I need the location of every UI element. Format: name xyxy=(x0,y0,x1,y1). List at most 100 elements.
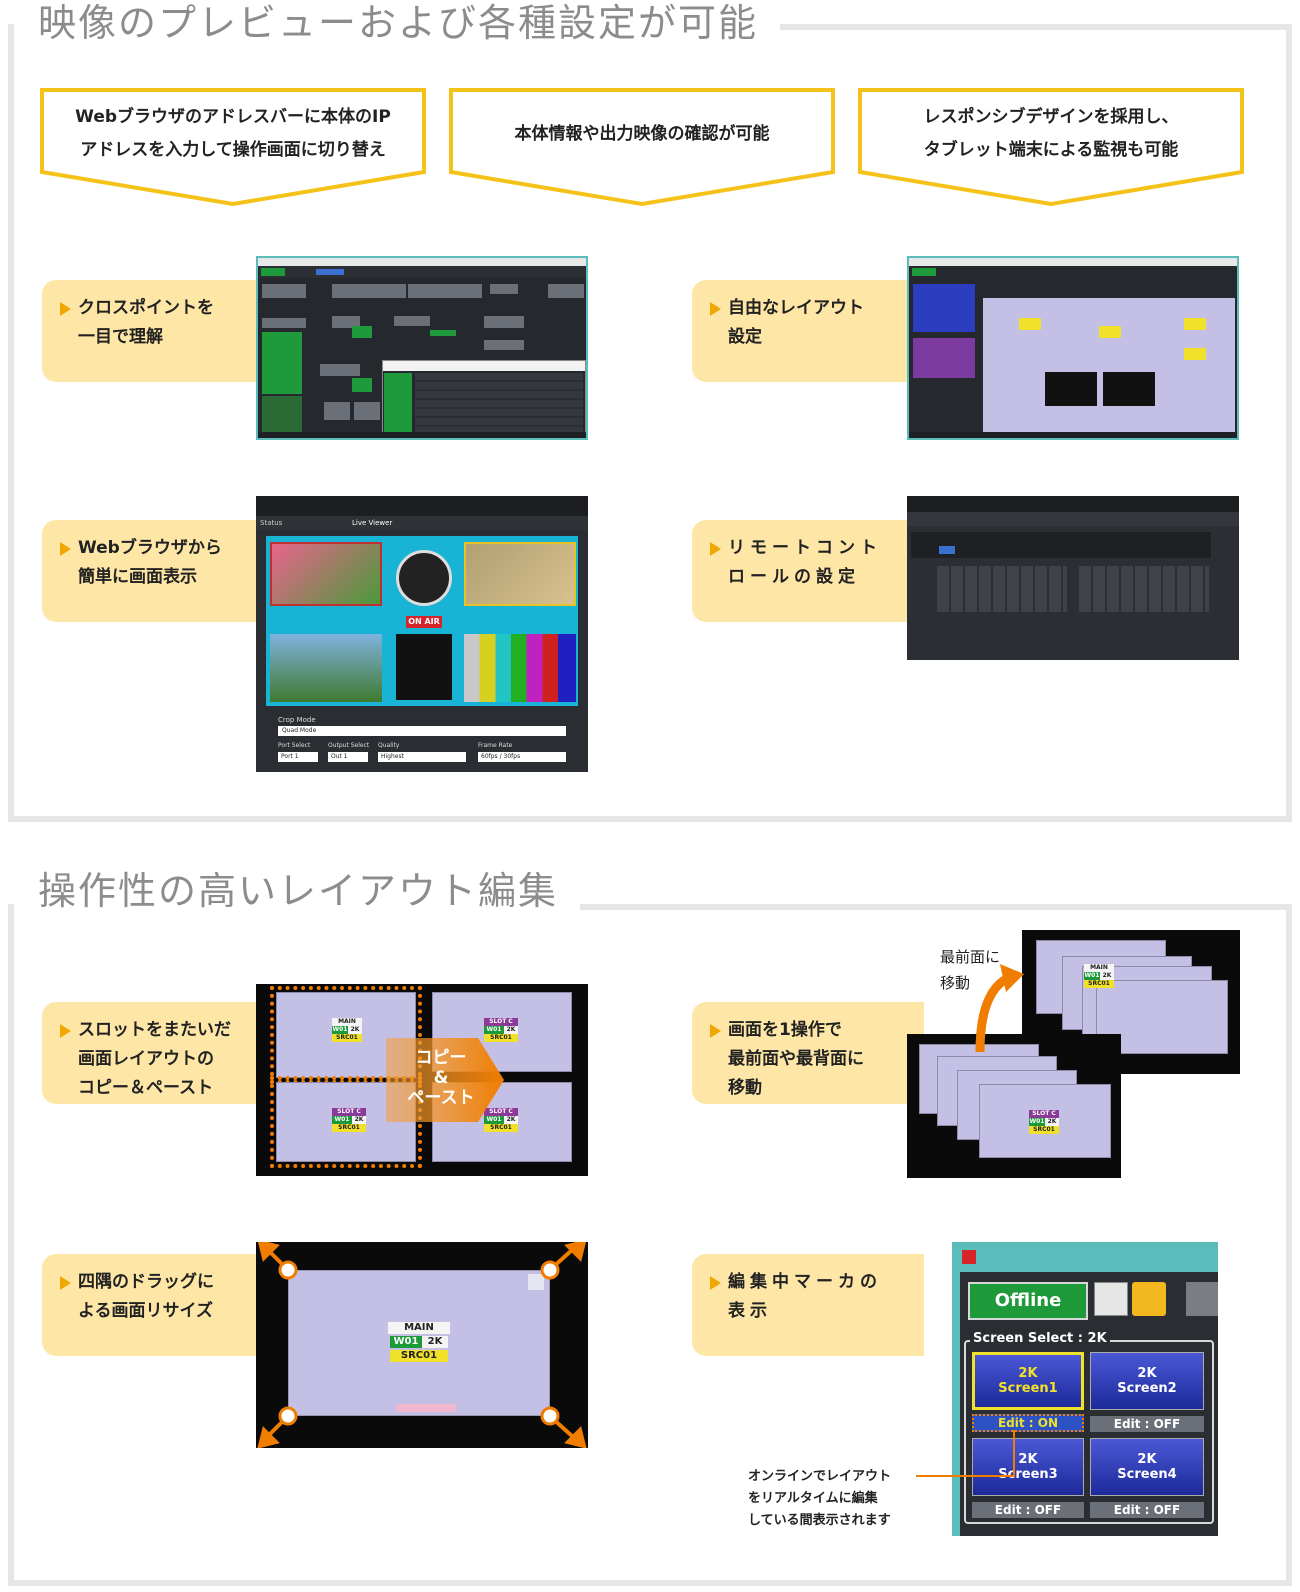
feature-label: 自由なレイアウト 設定 xyxy=(728,298,864,347)
window-titlebar xyxy=(909,258,1237,266)
online-note-line: している間表示されます xyxy=(748,1513,891,1528)
on-air-badge: ON AIR xyxy=(406,616,442,628)
feature-layout: 自由なレイアウト 設定 xyxy=(692,280,924,382)
triangle-arrow-icon xyxy=(710,542,721,556)
footer xyxy=(909,432,1237,438)
screenshot-resize: MAIN W01 2K SRC01 xyxy=(256,1242,588,1448)
tab-live-viewer[interactable]: Live Viewer xyxy=(352,519,393,527)
callout-browser: Webブラウザのアドレスバーに本体のIP アドレスを入力して操作画面に切り替え xyxy=(40,88,426,212)
node xyxy=(354,402,380,420)
unit-tab-active[interactable] xyxy=(939,546,955,554)
triangle-arrow-icon xyxy=(60,1024,71,1038)
res-tag: 2K xyxy=(504,1026,518,1034)
amp-text: & xyxy=(433,1068,449,1088)
res-tag: 2K xyxy=(348,1026,362,1034)
callout-line: アドレスを入力して操作画面に切り替え xyxy=(80,140,386,160)
button-grid-left[interactable] xyxy=(937,566,1067,612)
slot-tag: SLOT C xyxy=(484,1018,518,1026)
window-tag: W01 xyxy=(484,1026,504,1034)
window-tag: W01 xyxy=(332,1026,348,1034)
front-note-line: 最前面に xyxy=(940,948,1001,966)
screen4-button[interactable]: 2K Screen4 xyxy=(1090,1438,1204,1496)
feature-remote: リモートコント ロールの設定 xyxy=(692,520,924,622)
slot-tag: SLOT C xyxy=(332,1108,366,1116)
pink-bar xyxy=(396,1404,456,1412)
tab-bar xyxy=(907,512,1239,526)
screen-select-label: Screen Select : 2K xyxy=(970,1331,1110,1346)
window-tag: W01 xyxy=(332,1116,352,1124)
feature-edit-marker: 編集中マーカの 表示 xyxy=(692,1254,924,1356)
toolbar-button[interactable] xyxy=(1186,1282,1218,1316)
table-rows xyxy=(415,373,583,437)
screen2-button[interactable]: 2K Screen2 xyxy=(1090,1352,1204,1410)
screenshot-edit-marker: Offline Screen Select : 2K 2K Screen1 Ed… xyxy=(952,1242,1218,1536)
feature-label: 編集中マーカの 表示 xyxy=(728,1272,882,1321)
callout-shape xyxy=(449,88,835,207)
source-tag: SRC01 xyxy=(332,1034,362,1042)
screen3-button[interactable]: 2K Screen3 xyxy=(972,1438,1084,1496)
paste-text: ペースト xyxy=(407,1088,475,1108)
crop-mode-select[interactable]: Quad Mode xyxy=(278,726,566,736)
purple-box xyxy=(913,338,975,378)
callout-shape xyxy=(858,88,1244,207)
node-green xyxy=(430,330,456,336)
button-grid-right[interactable] xyxy=(1079,566,1209,612)
output-select[interactable]: Out 1 xyxy=(328,752,368,762)
node xyxy=(320,364,360,376)
video-cat xyxy=(464,542,576,606)
leader-line xyxy=(916,1430,1015,1477)
online-note-line: オンラインでレイアウト xyxy=(748,1469,892,1484)
quality-select[interactable]: Highest xyxy=(378,752,466,762)
feature-web-view: Webブラウザから 簡単に画面表示 xyxy=(42,520,274,622)
input-list xyxy=(262,332,302,394)
res-tag: 2K xyxy=(1045,1118,1059,1126)
feature-label: 画面を1操作で 最前面や最背面に 移動 xyxy=(728,1020,864,1098)
window-tag: W01 xyxy=(390,1336,422,1348)
window-number xyxy=(528,1274,544,1290)
tab-bar: Status Live Viewer xyxy=(256,516,588,530)
res-tag: 2K xyxy=(422,1336,448,1348)
window-tag: W01 xyxy=(1029,1118,1045,1126)
frame-rate-select[interactable]: 60fps / 30fps xyxy=(478,752,566,762)
feature-label: クロスポイントを 一目で理解 xyxy=(78,298,214,347)
screenshot-front-before: SLOT C W01 2K SRC01 xyxy=(907,1034,1121,1178)
offline-button[interactable]: Offline xyxy=(968,1282,1088,1320)
section2-title: 操作性の高いレイアウト編集 xyxy=(38,868,581,914)
unit-select xyxy=(911,532,1211,558)
triangle-arrow-icon xyxy=(710,302,721,316)
screenshot-live-viewer: Status Live Viewer ON AIR Crop Mode Quad… xyxy=(256,496,588,772)
screen4-edit-status: Edit : OFF xyxy=(1090,1502,1204,1518)
online-note: オンラインでレイアウト をリアルタイムに編集 している間表示されます xyxy=(748,1466,891,1532)
callout-line: タブレット端末による監視も可能 xyxy=(923,140,1179,160)
section1-panel xyxy=(8,24,1292,822)
front-note-line: 移動 xyxy=(940,974,971,992)
res-tag: 2K xyxy=(504,1116,518,1124)
black-window xyxy=(1045,372,1097,406)
resize-handles xyxy=(257,1242,587,1448)
screen3-edit-status: Edit : OFF xyxy=(972,1502,1084,1518)
feature-label: スロットをまたいだ 画面レイアウトの コピー＆ペースト xyxy=(78,1020,231,1098)
node xyxy=(332,284,406,298)
black-window xyxy=(1103,372,1155,406)
save-icon[interactable] xyxy=(1094,1282,1128,1316)
node xyxy=(408,284,482,298)
triangle-arrow-icon xyxy=(710,1276,721,1290)
feature-front-back: 画面を1操作で 最前面や最背面に 移動 xyxy=(692,1002,924,1104)
node xyxy=(484,340,524,350)
screen1-button[interactable]: 2K Screen1 xyxy=(972,1352,1084,1410)
footer xyxy=(258,432,586,438)
source-tag: SRC01 xyxy=(390,1350,448,1362)
mini-tag xyxy=(1184,348,1206,360)
mini-tag xyxy=(1099,326,1121,338)
status-table xyxy=(382,360,586,438)
window-tag: W01 xyxy=(484,1116,504,1124)
online-note-line: をリアルタイムに編集 xyxy=(748,1491,878,1506)
triangle-arrow-icon xyxy=(60,542,71,556)
screen2-edit-status: Edit : OFF xyxy=(1090,1416,1204,1432)
crop-mode-label: Crop Mode xyxy=(278,716,316,724)
tab-status[interactable]: Status xyxy=(260,519,283,527)
folder-icon[interactable] xyxy=(1132,1282,1166,1316)
port-select[interactable]: Port 1 xyxy=(278,752,318,762)
window-titlebar xyxy=(258,258,586,266)
section1-title: 映像のプレビューおよび各種設定が可能 xyxy=(38,0,781,46)
